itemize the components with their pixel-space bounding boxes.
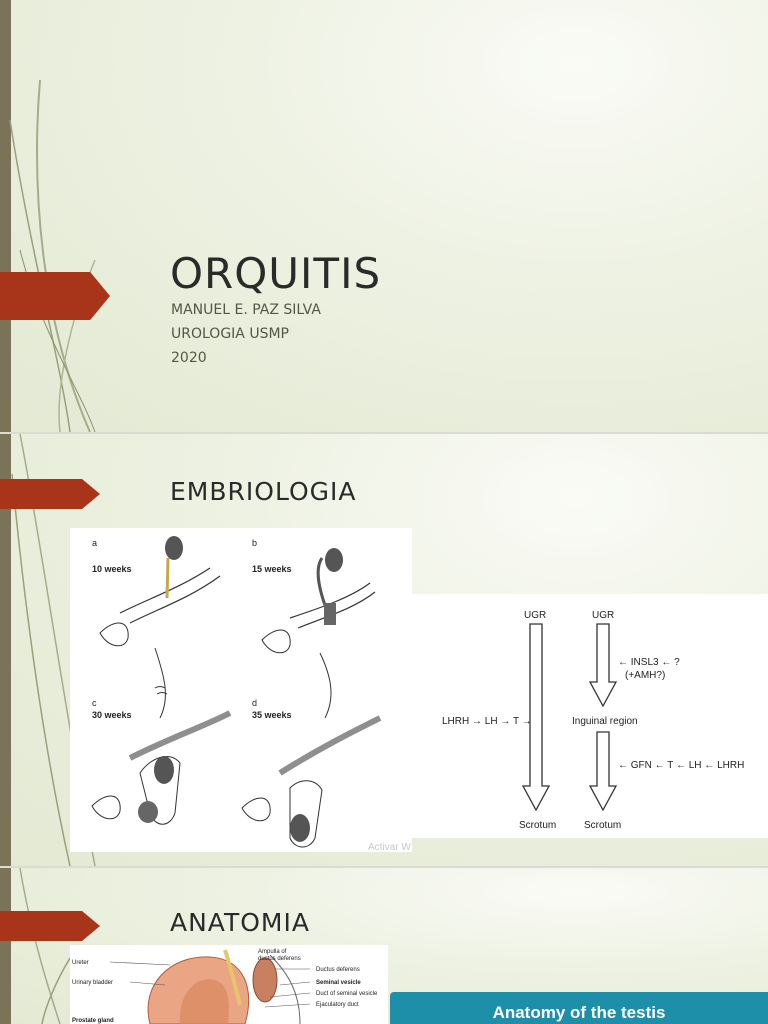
decorative-swirl: [9, 79, 96, 432]
flow-amh: (+AMH?): [625, 670, 665, 681]
left-bar: [0, 868, 11, 1024]
anatomy-figure: Ureter Urinary bladder Prostate gland Am…: [70, 945, 388, 1024]
label-vesicle: Seminal vesicle: [316, 980, 361, 986]
embriologia-slide: EMBRIOLOGIA a 10 weeks b 15 weeks c: [0, 434, 768, 866]
figure-d-letter: d: [252, 698, 257, 708]
label-ampulla-2: ductus deferens: [258, 956, 301, 962]
flow-lhrh-chain: LHRH → LH → T →: [442, 716, 532, 727]
year: 2020: [171, 350, 207, 366]
left-long-arrow: [521, 623, 551, 812]
label-ureter: Ureter: [72, 960, 89, 966]
figure-c-letter: c: [92, 698, 97, 708]
label-duct-vesicle: Duct of seminal vesicle: [316, 991, 378, 997]
figure-b-label: 15 weeks: [252, 564, 292, 574]
flow-right-bottom: Scrotum: [584, 820, 621, 831]
figure-b-letter: b: [252, 538, 257, 548]
author-name: MANUEL E. PAZ SILVA: [171, 302, 321, 318]
flow-left-top: UGR: [524, 610, 546, 621]
flow-gfn-chain: ← GFN ← T ← LH ← LHRH: [618, 760, 744, 771]
flow-left-bottom: Scrotum: [519, 820, 556, 831]
figure-a-letter: a: [92, 538, 97, 548]
anatomy-testis-title: Anatomy of the testis: [492, 1003, 666, 1022]
label-ductus: Ductus deferens: [316, 967, 360, 973]
label-bladder: Urinary bladder: [72, 980, 113, 986]
right-lower-arrow: [588, 731, 618, 812]
accent-arrow: [0, 479, 100, 509]
left-bar: [0, 434, 11, 866]
left-bar: [0, 0, 11, 432]
slide-title: EMBRIOLOGIA: [170, 477, 357, 506]
accent-arrow: [0, 272, 110, 320]
right-upper-arrow: [588, 623, 618, 708]
title-slide: ORQUITIS MANUEL E. PAZ SILVA UROLOGIA US…: [0, 0, 768, 432]
anatomy-testis-box: Anatomy of the testis: [390, 992, 768, 1024]
anatomia-slide: ANATOMIA Ureter Urinary bladder Prostate…: [0, 868, 768, 1024]
flow-inguinal: Inguinal region: [572, 716, 638, 727]
accent-arrow: [0, 911, 100, 941]
label-ampulla-1: Ampulla of: [258, 949, 287, 955]
label-ejaculatory: Ejaculatory duct: [316, 1002, 359, 1008]
hormone-flow-diagram: UGR UGR ← INSL3 ← ? (+AMH?) LHRH → LH → …: [412, 594, 768, 838]
watermark-text: Activar W: [368, 842, 411, 852]
slide-title: ANATOMIA: [170, 908, 310, 937]
flow-insl3: ← INSL3 ← ?: [618, 657, 680, 668]
course-name: UROLOGIA USMP: [171, 326, 289, 342]
embryology-figure: a 10 weeks b 15 weeks c 30 weeks: [70, 528, 412, 852]
figure-d-label: 35 weeks: [252, 710, 292, 720]
flow-right-top: UGR: [592, 610, 614, 621]
decorative-swirl: [19, 868, 71, 1024]
slide-title: ORQUITIS: [170, 249, 382, 298]
figure-c-label: 30 weeks: [92, 710, 132, 720]
figure-a-label: 10 weeks: [92, 564, 132, 574]
label-prostate: Prostate gland: [72, 1018, 114, 1024]
